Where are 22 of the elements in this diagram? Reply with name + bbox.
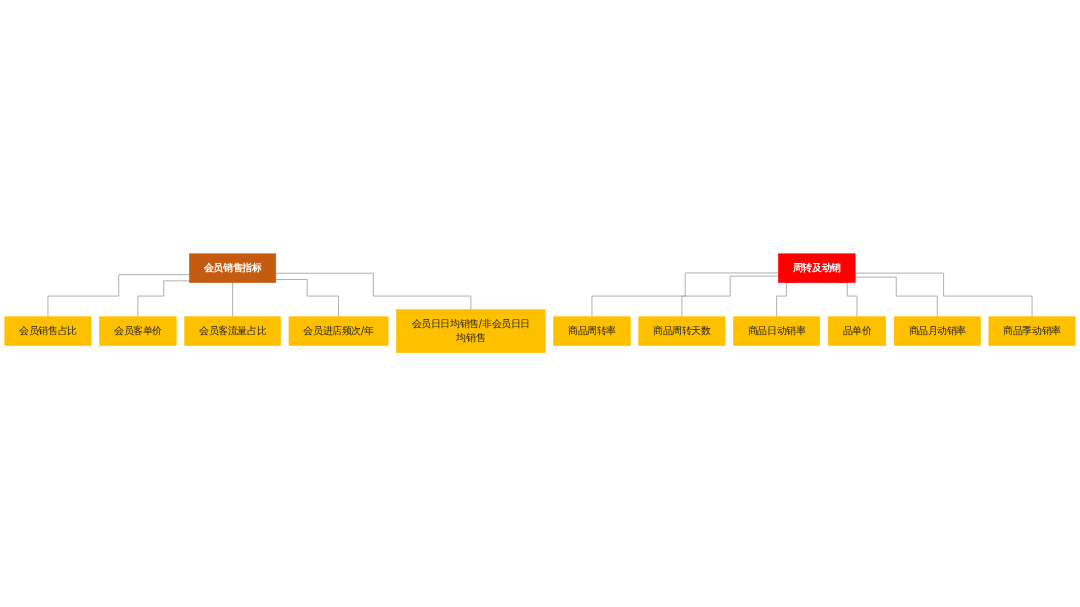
node-box: 商品日动销率 — [733, 316, 821, 347]
connector — [591, 272, 779, 318]
connector — [854, 272, 1033, 318]
node-box: 周转及动销 — [778, 253, 856, 284]
node-box: 会员进店频次/年 — [288, 316, 389, 347]
connector — [275, 279, 339, 318]
connector — [854, 276, 938, 318]
node-box: 会员客流量占比 — [184, 316, 281, 347]
connector — [47, 274, 190, 318]
connector — [137, 280, 190, 318]
node-box: 商品周转天数 — [638, 316, 726, 347]
node-box: 会员日日均销售/非会员日日均销售 — [396, 309, 546, 354]
node-box: 会员销售指标 — [189, 253, 277, 284]
connector — [232, 282, 234, 318]
node-box: 商品季动销率 — [988, 316, 1076, 347]
connector — [275, 273, 472, 311]
node-box: 会员客单价 — [99, 316, 177, 347]
connector — [681, 275, 779, 318]
node-box: 商品周转率 — [553, 316, 631, 347]
node-box: 商品月动销率 — [893, 316, 981, 347]
node-box: 会员销售占比 — [4, 316, 92, 347]
node-box: 品单价 — [827, 316, 887, 347]
